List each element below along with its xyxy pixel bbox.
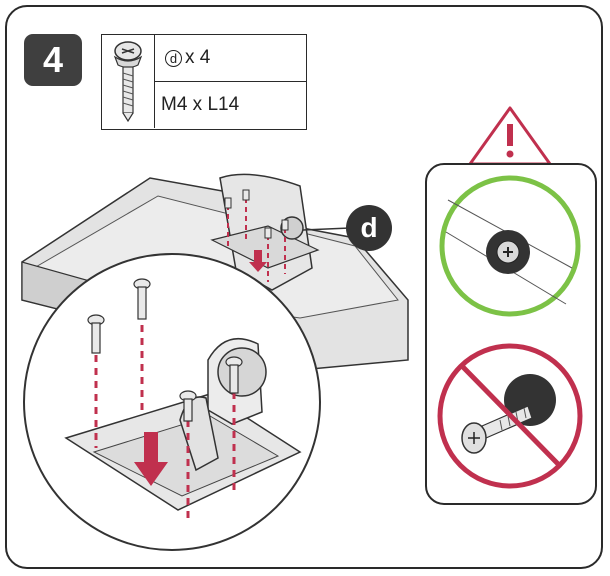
parts-spec: M4 x L14 xyxy=(161,94,240,115)
instruction-frame xyxy=(5,5,603,569)
prohibited-icon xyxy=(437,343,583,489)
parts-icon-cell xyxy=(102,35,155,128)
stand-base-plate xyxy=(210,225,320,269)
small-screws xyxy=(224,189,289,239)
parts-table: d x 4 M4 x L14 xyxy=(101,34,307,130)
step-number: 4 xyxy=(42,39,64,80)
arrow-down-icon xyxy=(249,250,267,272)
parts-quantity-row: d x 4 xyxy=(155,35,306,82)
magnified-dashed-guides xyxy=(94,325,236,520)
parts-spec-row: M4 x L14 xyxy=(155,82,306,128)
warning-icon xyxy=(468,106,552,166)
correct-icon xyxy=(439,175,581,317)
magnified-screws xyxy=(87,278,243,422)
large-arrow-down-icon xyxy=(134,432,168,486)
callout-mark: d xyxy=(165,49,182,67)
screw-icon xyxy=(113,41,143,123)
callout-leader-line xyxy=(302,227,351,231)
callout-d-badge: d xyxy=(346,205,392,251)
step-number-badge: 4 xyxy=(24,34,82,86)
small-dashed-guides xyxy=(227,198,286,282)
callout-d-text: d xyxy=(360,212,378,243)
parts-quantity: x 4 xyxy=(185,47,211,68)
